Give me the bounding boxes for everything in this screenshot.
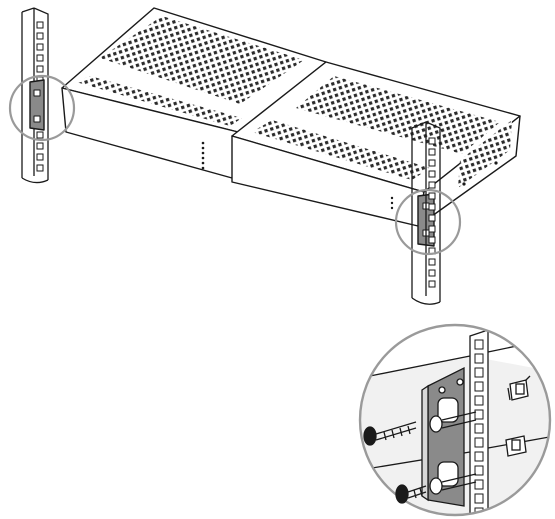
rail-hole-icon: [474, 367, 484, 378]
right-bracket-callout-icon: [394, 188, 462, 256]
rail-hole-icon: [474, 339, 484, 350]
screw-icon: [429, 411, 477, 495]
rail-hole-icon: [428, 203, 436, 211]
rail-hole-icon: [428, 170, 436, 178]
rail-hole-icon: [474, 353, 484, 364]
right-rack-rail-icon: [411, 121, 441, 305]
rail-hole-icon: [428, 181, 436, 189]
chassis: [29, 7, 521, 247]
rail-hole-icon: [428, 269, 436, 277]
rail-hole-icon: [474, 437, 484, 448]
rail-hole-icon: [36, 32, 44, 40]
rail-hole-icon: [428, 214, 436, 222]
rail-hole-icon: [428, 148, 436, 156]
rail-hole-icon: [428, 280, 436, 288]
chassis-left-unit-icon: [61, 7, 327, 179]
detail-zoom-circle-icon: [358, 323, 552, 517]
rail-hole-icon: [474, 451, 484, 462]
rail-hole-icon: [428, 225, 436, 233]
rail-hole-icon: [36, 43, 44, 51]
rail-hole-icon: [36, 131, 44, 139]
rail-hole-icon: [474, 465, 484, 476]
left-bracket-callout-icon: [8, 74, 76, 142]
rail-hole-icon: [428, 159, 436, 167]
rail-hole-icon: [474, 409, 484, 420]
rail-hole-icon: [474, 493, 484, 504]
rail-hole-icon: [428, 258, 436, 266]
chassis-right-unit-icon: [231, 61, 521, 227]
cage-nut-icon: [505, 375, 531, 457]
rail-hole-icon: [36, 54, 44, 62]
rail-hole-icon: [474, 423, 484, 434]
rail-hole-icon: [428, 137, 436, 145]
rail-hole-icon: [36, 21, 44, 29]
rail-hole-icon: [428, 192, 436, 200]
rail-hole-icon: [36, 142, 44, 150]
rail-hole-icon: [474, 381, 484, 392]
rail-hole-icon: [36, 153, 44, 161]
rail-hole-icon: [474, 479, 484, 490]
rail-hole-icon: [36, 65, 44, 73]
screw-icon: [363, 421, 427, 504]
rail-hole-icon: [36, 164, 44, 172]
rail-hole-icon: [428, 236, 436, 244]
rail-hole-icon: [474, 395, 484, 406]
